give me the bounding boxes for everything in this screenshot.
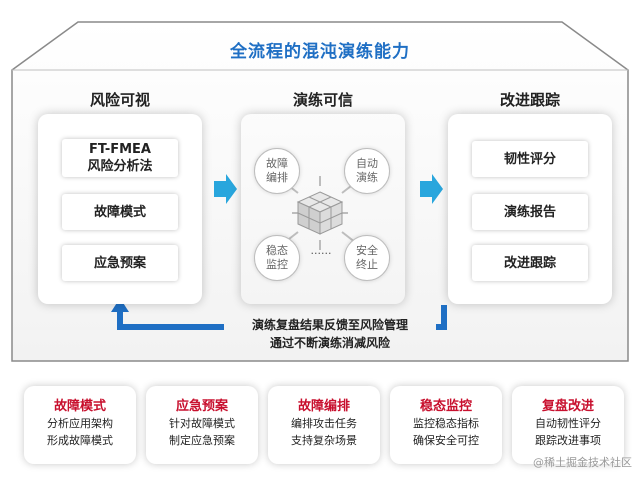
card-line: 风险分析法 [87, 159, 153, 174]
bubble-line: 自动 [356, 157, 378, 170]
bottom-card-emergency-plan: 应急预案 针对故障模式 制定应急预案 [146, 386, 258, 464]
column-title-risk-visible: 风险可视 [89, 91, 150, 109]
card-improvement-tracking: 改进跟踪 [472, 245, 588, 281]
bottom-card-line: 制定应急预案 [169, 434, 235, 447]
bubble-line: 编排 [266, 171, 288, 184]
bubble-line: 监控 [266, 258, 288, 271]
bubble-fault-orchestration: 故障编排 [254, 148, 300, 194]
bottom-card-line: 针对故障模式 [169, 417, 235, 430]
bubble-line: 故障 [266, 157, 288, 170]
bottom-card-line: 支持复杂场景 [291, 434, 357, 447]
bubble-line: 稳态 [266, 244, 288, 257]
ellipsis-dots: ...... [310, 244, 332, 257]
bottom-card-title: 故障模式 [53, 399, 106, 414]
bubble-line: 终止 [356, 258, 378, 271]
card-fault-mode: 故障模式 [62, 194, 178, 230]
card-resilience-score: 韧性评分 [472, 141, 588, 177]
card-drill-report: 演练报告 [472, 194, 588, 230]
card-emergency-plan: 应急预案 [62, 245, 178, 281]
bottom-card-title: 故障编排 [297, 399, 350, 414]
arrow-right-icon [214, 174, 237, 204]
bottom-card-title: 应急预案 [175, 399, 228, 414]
bottom-card-line: 跟踪改进事项 [535, 434, 601, 447]
bubble-line: 演练 [356, 171, 378, 184]
feedback-loop-arrow [111, 298, 447, 330]
feedback-text: 演练复盘结果反馈至风险管理 通过不断演练消减风险 [225, 316, 435, 352]
bubble-steady-state-monitor: 稳态监控 [254, 235, 300, 281]
card-ft-fmea: FT-FMEA 风险分析法 [62, 139, 178, 177]
feedback-line: 演练复盘结果反馈至风险管理 [251, 318, 408, 332]
bottom-card-line: 确保安全可控 [413, 434, 479, 447]
column-title-improve-track: 改进跟踪 [499, 91, 560, 109]
bottom-card-fault-mode: 故障模式 分析应用架构 形成故障模式 [24, 386, 136, 464]
bottom-card-line: 编排攻击任务 [291, 417, 357, 430]
bottom-card-fault-orchestration: 故障编排 编排攻击任务 支持复杂场景 [268, 386, 380, 464]
bottom-card-line: 分析应用架构 [47, 417, 113, 430]
bottom-card-title: 稳态监控 [419, 399, 472, 414]
bubble-safe-stop: 安全终止 [344, 235, 390, 281]
feedback-line: 通过不断演练消减风险 [269, 336, 390, 350]
arrow-right-icon [420, 174, 443, 204]
bubble-line: 安全 [356, 244, 378, 257]
diagram-title: 全流程的混沌演练能力 [230, 42, 410, 62]
bottom-card-steady-state-monitor: 稳态监控 监控稳态指标 确保安全可控 [390, 386, 502, 464]
bottom-card-line: 自动韧性评分 [535, 417, 601, 430]
watermark: @稀土掘金技术社区 [533, 456, 632, 469]
bottom-card-line: 形成故障模式 [47, 434, 113, 447]
bottom-card-review-improve: 复盘改进 自动韧性评分 跟踪改进事项 [512, 386, 624, 464]
bubble-auto-drill: 自动演练 [344, 148, 390, 194]
bottom-card-title: 复盘改进 [541, 399, 594, 414]
card-line: FT-FMEA [88, 142, 151, 157]
bottom-card-line: 监控稳态指标 [413, 417, 479, 430]
column-title-drill-trusted: 演练可信 [292, 91, 353, 109]
